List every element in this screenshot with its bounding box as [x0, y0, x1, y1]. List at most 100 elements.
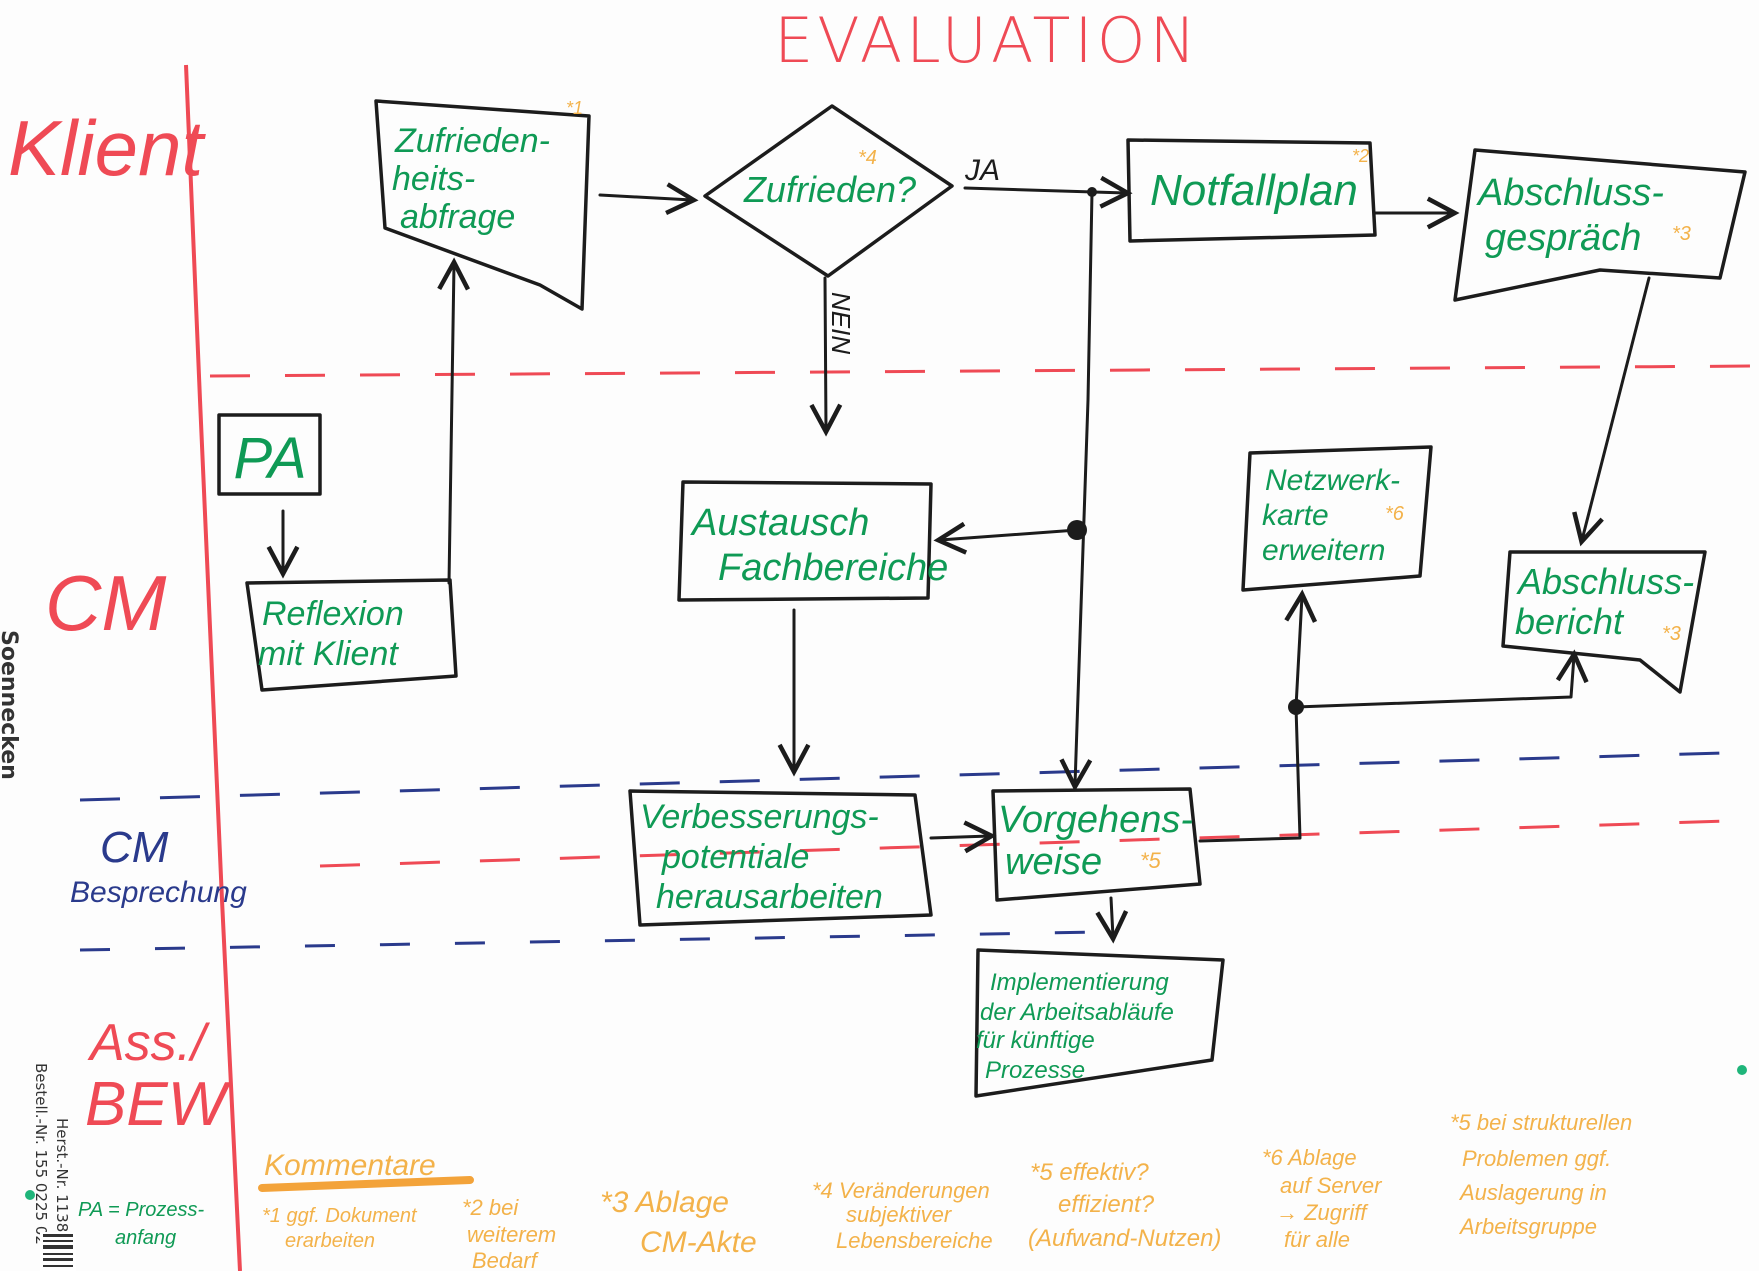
pa-legend: PA = Prozess- anfang — [78, 1199, 210, 1249]
comment-line: effizient? — [1058, 1191, 1155, 1218]
node-vorgehensweise-line: weise — [1005, 841, 1102, 883]
comment-line: für alle — [1284, 1227, 1350, 1252]
node-implementierung[interactable]: Implementierung der Arbeitsabläufe für k… — [974, 948, 1225, 1098]
lane-label-besprechung: Besprechung — [70, 876, 247, 909]
lane-label-cm-besprechung: CM — [100, 823, 169, 872]
comment-item: *3 Ablage CM-Akte — [600, 1186, 757, 1259]
comment-line: *6 Ablage — [1262, 1145, 1357, 1170]
comment-item: *5 effektiv? effizient? (Aufwand-Nutzen) — [1028, 1159, 1221, 1252]
comment-item: *6 Ablage auf Server → Zugriff für alle — [1262, 1145, 1388, 1252]
node-implementierung-line: der Arbeitsabläufe — [980, 999, 1174, 1026]
node-reflexion[interactable]: Reflexion mit Klient — [245, 578, 458, 692]
lane-label-cm: CM — [45, 559, 166, 647]
arrow-ja-to-notfallplan — [963, 175, 1133, 209]
comment-line: *5 bei strukturellen — [1450, 1110, 1632, 1135]
lane-label-bew: BEW — [85, 1070, 232, 1139]
node-zufriedenheitsabfrage[interactable]: Zufrieden- heits- abfrage *1 — [374, 98, 591, 311]
node-pa-label: PA — [233, 426, 306, 491]
node-zufrieden-decision[interactable]: Zufrieden? *4 — [703, 104, 954, 278]
lane-divider-klient-cm — [209, 364, 1759, 378]
node-pa[interactable]: PA — [217, 413, 322, 496]
brand-herst: Herst.-Nr. 1138 — [53, 1118, 71, 1232]
node-notfallplan-label: Notfallplan — [1150, 166, 1358, 215]
node-verbesserung-line: Verbesserungs- — [640, 798, 879, 836]
comment-line: *2 bei — [462, 1195, 519, 1220]
node-abschlussgespraech-line: Abschluss- — [1476, 172, 1664, 214]
node-vorgehensweise[interactable]: Vorgehens- weise *5 — [991, 787, 1204, 902]
comments-heading-underline — [258, 1176, 474, 1192]
svg-text:Austausch Fachbereiche: Austausch Fachbereiche — [690, 502, 948, 589]
node-zufriedenheitsabfrage-line: heits- — [392, 160, 475, 198]
footnote-marker: *3 — [1662, 623, 1681, 645]
comment-item: *4 Veränderungen subjektiver Lebensberei… — [812, 1178, 996, 1253]
arrow-abfrage-to-zufrieden — [598, 182, 699, 216]
arrow-reflexion-to-zufriedenheitsabfrage — [437, 257, 471, 585]
comment-line: → Zugriff — [1276, 1200, 1369, 1225]
node-abschlussbericht-line: bericht — [1515, 601, 1625, 642]
node-abschlussgespraech-line: gespräch — [1485, 217, 1641, 259]
node-austausch-fachbereiche[interactable]: Austausch Fachbereiche — [677, 480, 948, 602]
comment-line: auf Server — [1280, 1173, 1383, 1198]
node-verbesserung-line: herausarbeiten — [656, 878, 883, 916]
footnote-marker: *6 — [1385, 503, 1405, 525]
comment-line: Arbeitsgruppe — [1458, 1214, 1597, 1239]
comment-line: *3 Ablage — [600, 1186, 729, 1219]
node-zufriedenheitsabfrage-line: abfrage — [400, 198, 515, 236]
node-austausch-line: Austausch — [690, 502, 869, 544]
node-abschlussgespraech[interactable]: Abschluss- gespräch *3 — [1453, 148, 1747, 302]
node-reflexion-line: Reflexion — [262, 595, 404, 633]
node-netzwerkkarte-line: erweitern — [1262, 534, 1385, 567]
node-abschlussbericht[interactable]: Abschluss- bericht *3 — [1501, 550, 1707, 694]
node-abschlussbericht-line: Abschluss- — [1516, 561, 1694, 602]
svg-text:Vorgehens- weise: Vorgehens- weise — [998, 799, 1204, 883]
arrow-vorgehensweise-to-netzwerkkarte — [1198, 589, 1318, 843]
junction-dot — [1087, 187, 1097, 197]
svg-text:Zufrieden- heits-: Zufrieden- heits- abfrage — [392, 122, 559, 236]
barcode — [40, 1232, 76, 1271]
page-title: EVALUATION — [774, 4, 1200, 77]
brand-bestell: Bestell.-Nr. 155 0225 02 — [32, 1063, 50, 1245]
comment-line: subjektiver — [846, 1202, 953, 1227]
comments-heading: Kommentare — [264, 1149, 436, 1182]
comment-line: (Aufwand-Nutzen) — [1028, 1225, 1221, 1252]
node-implementierung-line: für künftige — [976, 1027, 1095, 1054]
comment-line: Bedarf — [472, 1248, 540, 1271]
comment-line: *4 Veränderungen — [812, 1178, 990, 1203]
pa-legend-line: anfang — [115, 1227, 176, 1249]
footnote-marker: *5 — [1140, 848, 1162, 873]
arrow-vorgehensweise-to-implementierung — [1095, 896, 1129, 944]
footnote-marker: *2 — [1352, 146, 1369, 166]
comment-item: *5 bei strukturellen Problemen ggf. Ausl… — [1450, 1110, 1638, 1239]
comment-item: *2 bei weiterem Bedarf — [462, 1195, 562, 1271]
node-austausch-line: Fachbereiche — [718, 547, 948, 589]
svg-text:Abschluss- bericht: Abschluss- bericht — [1515, 561, 1704, 642]
svg-text:Reflexion mit Klient: Reflexion mit Klient — [258, 595, 413, 673]
node-reflexion-line: mit Klient — [258, 635, 399, 673]
comment-line: *1 ggf. Dokument — [262, 1205, 418, 1227]
footnote-marker: *4 — [858, 147, 877, 169]
node-netzwerkkarte[interactable]: Netzwerk- karte erweitern *6 — [1241, 445, 1433, 592]
node-zufriedenheitsabfrage-line: Zufrieden- — [394, 122, 550, 160]
arrow-to-abschlussbericht — [1294, 649, 1589, 709]
comment-line: erarbeiten — [285, 1230, 375, 1252]
node-netzwerkkarte-line: Netzwerk- — [1265, 464, 1400, 497]
comment-line: Lebensbereiche — [836, 1228, 993, 1253]
lane-label-klient: Klient — [8, 104, 206, 192]
edge-label-ja: JA — [964, 154, 1000, 187]
arrow-abschlussgespraech-to-abschlussbericht — [1572, 276, 1651, 547]
node-zufrieden-label: Zufrieden? — [743, 169, 916, 210]
node-vorgehensweise-line: Vorgehens- — [998, 799, 1193, 841]
svg-text:Implementierung der Arbe: Implementierung der Arbeitsabläufe für k… — [976, 969, 1181, 1084]
brand-name: Soennecken — [0, 630, 21, 780]
arrow-verbesserung-to-vorgehensweise — [929, 820, 997, 854]
footnote-marker: *1 — [566, 98, 583, 118]
node-netzwerkkarte-line: karte — [1262, 499, 1329, 532]
arrow-nein-to-austausch — [809, 276, 843, 437]
line-ja-down — [1059, 190, 1094, 792]
comment-line: Auslagerung in — [1458, 1180, 1607, 1205]
node-verbesserungspotentiale[interactable]: Verbesserungs- potentiale herausarbeiten — [628, 789, 933, 927]
lane-divider-besprechung-ass — [79, 930, 1101, 952]
svg-text:Abschluss- gespräch: Abschluss- gespräch — [1476, 172, 1674, 259]
node-notfallplan[interactable]: Notfallplan *2 — [1126, 138, 1377, 243]
